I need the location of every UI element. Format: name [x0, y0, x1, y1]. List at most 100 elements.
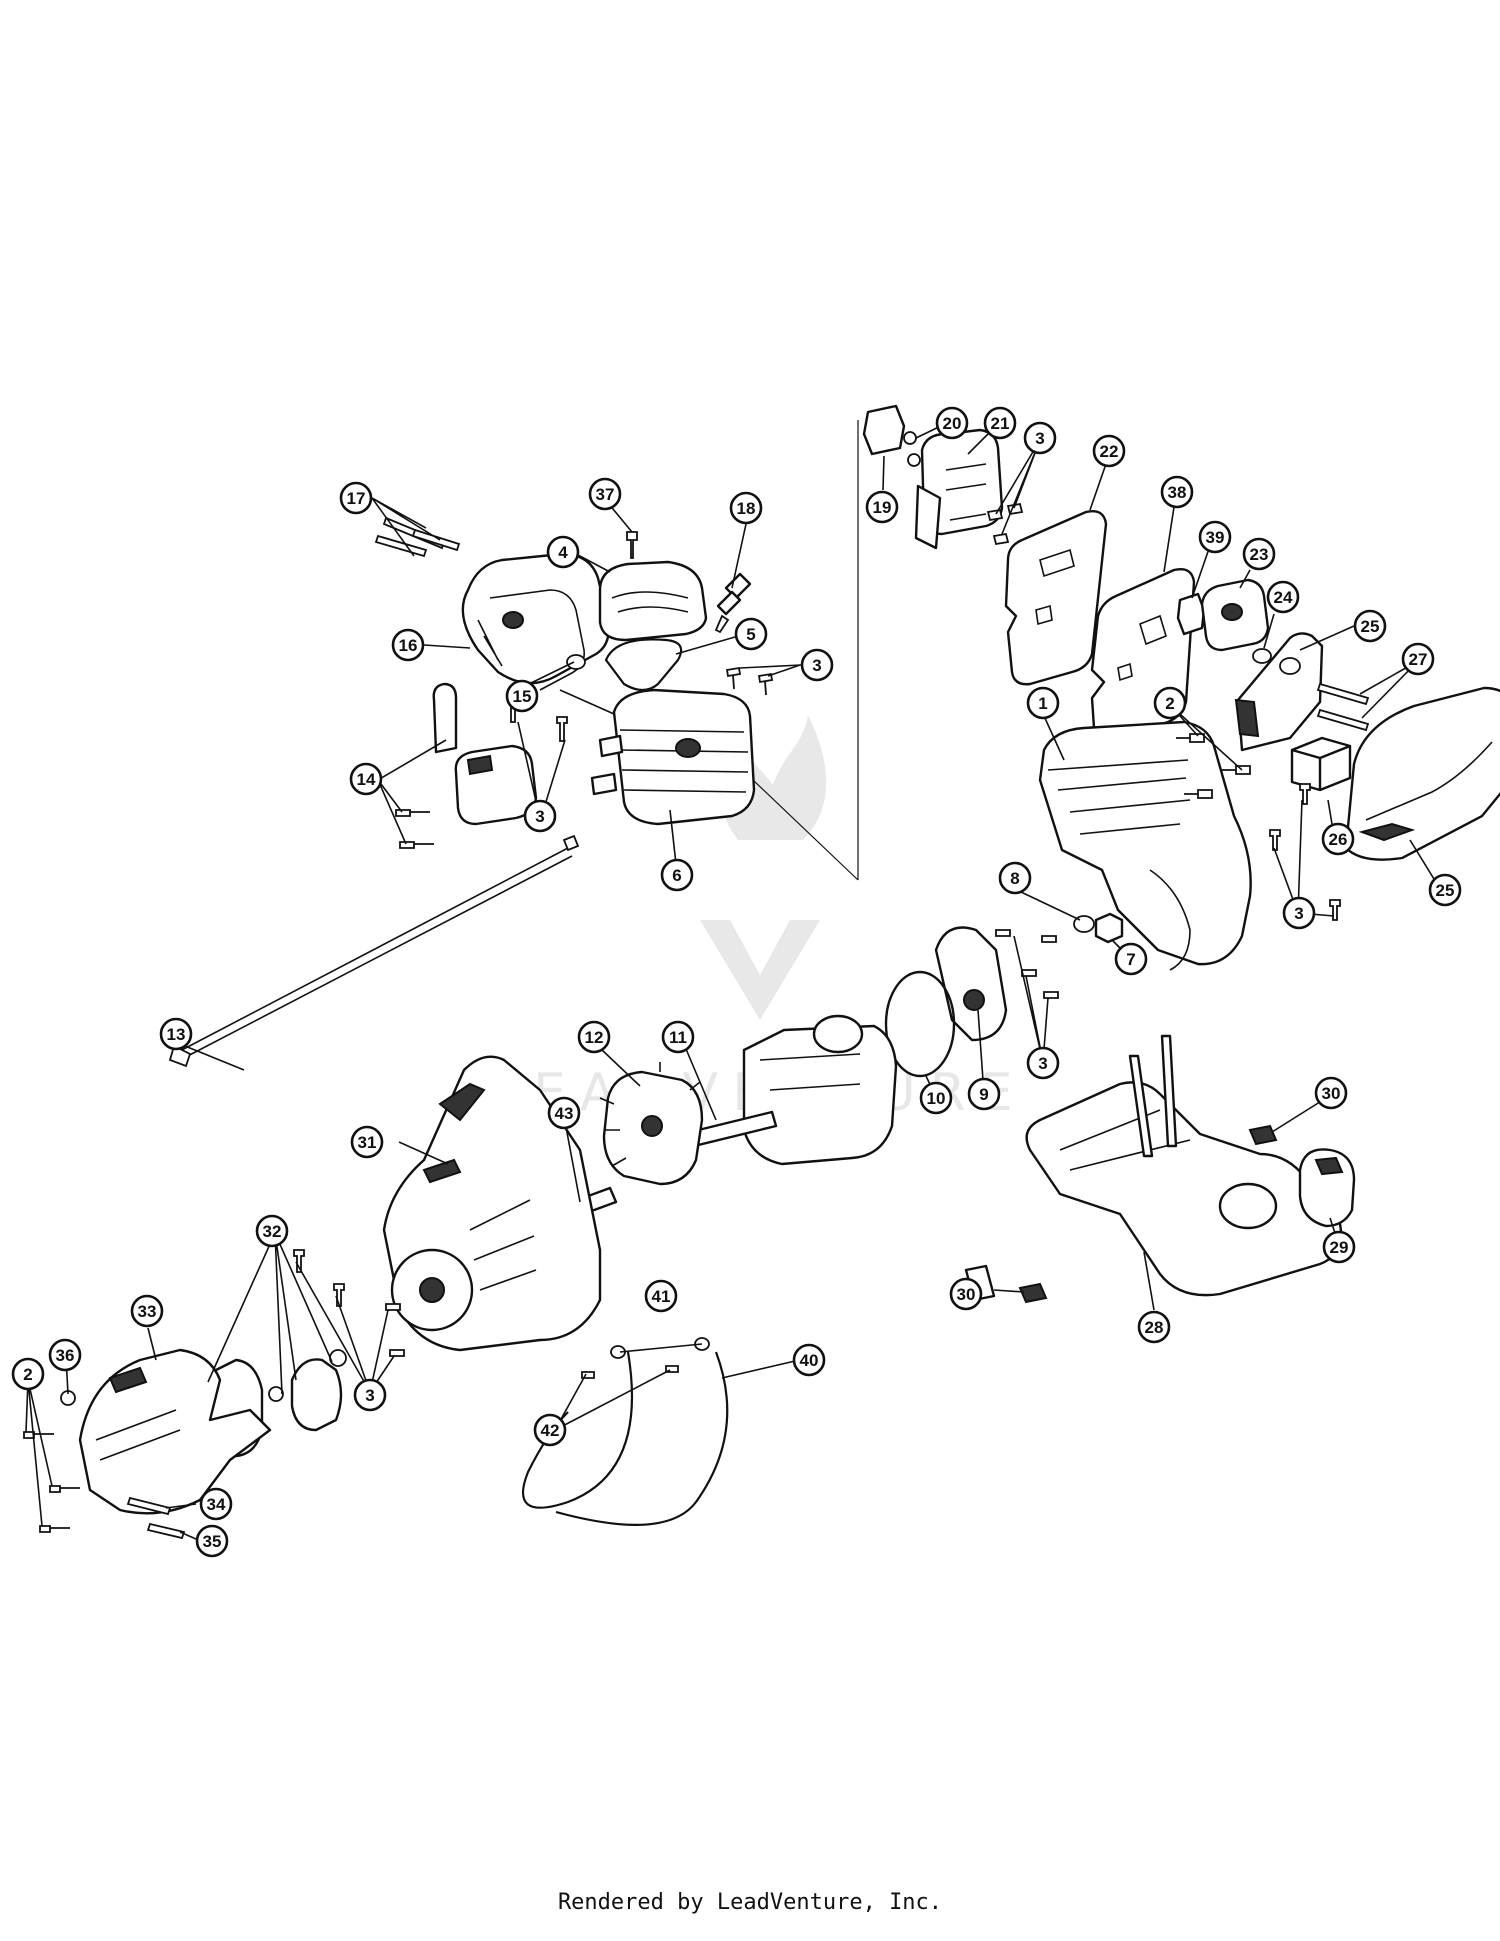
svg-text:2: 2: [1165, 694, 1174, 713]
cylinder-screw-right: [556, 716, 568, 742]
air-filter-element: [1290, 736, 1352, 792]
svg-text:8: 8: [1010, 869, 1019, 888]
bearing-plate: [934, 926, 1008, 1042]
flywheel: [599, 1062, 704, 1186]
callout-32: 32: [255, 1214, 289, 1248]
air-filter-cover: [1344, 686, 1500, 861]
svg-text:34: 34: [207, 1495, 226, 1514]
housing-grommet: [1094, 912, 1124, 944]
svg-text:32: 32: [263, 1222, 282, 1241]
svg-text:17: 17: [347, 489, 366, 508]
svg-text:25: 25: [1436, 881, 1455, 900]
housing-screws: [1176, 733, 1251, 799]
svg-text:3: 3: [1038, 1054, 1047, 1073]
svg-text:31: 31: [358, 1133, 377, 1152]
svg-text:11: 11: [669, 1028, 687, 1047]
svg-text:29: 29: [1330, 1238, 1349, 1257]
crankcase: [742, 1014, 898, 1166]
air-filter-bolts: [374, 516, 461, 558]
engine-cover: [78, 1348, 272, 1515]
engine-cover-bolt-34: [126, 1496, 172, 1516]
callout-13: 13: [159, 1017, 193, 1051]
engine-cover-bolt-35: [146, 1522, 186, 1540]
callout-2-a: 2: [1153, 686, 1187, 720]
svg-text:21: 21: [991, 414, 1010, 433]
callout-16: 16: [391, 628, 425, 662]
callout-43: 43: [547, 1096, 581, 1130]
fuel-tank: [1025, 1081, 1343, 1297]
fuel-cap: [1298, 1148, 1356, 1228]
callout-3-e: 3: [1026, 1046, 1060, 1080]
svg-text:25: 25: [1361, 617, 1380, 636]
callout-15: 15: [505, 679, 539, 713]
air-filter-housing: [461, 552, 610, 691]
callout-33: 33: [130, 1294, 164, 1328]
cylinder: [590, 688, 756, 826]
svg-text:30: 30: [1322, 1084, 1341, 1103]
callout-25-a: 25: [1353, 609, 1387, 643]
throttle-cable: [168, 834, 580, 1068]
callout-39: 39: [1198, 520, 1232, 554]
svg-text:20: 20: [943, 414, 962, 433]
svg-text:19: 19: [873, 498, 892, 517]
cylinder-cover: [598, 560, 708, 642]
callout-34: 34: [199, 1487, 233, 1521]
callout-11: 11: [661, 1020, 695, 1054]
callout-5: 5: [734, 617, 768, 651]
svg-text:3: 3: [812, 656, 821, 675]
callout-37: 37: [588, 477, 622, 511]
recoil-screws: [293, 1249, 405, 1357]
callout-21: 21: [983, 406, 1017, 440]
svg-text:43: 43: [555, 1104, 574, 1123]
svg-text:27: 27: [1409, 650, 1428, 669]
callout-42: 42: [533, 1413, 567, 1447]
callout-1: 1: [1026, 686, 1060, 720]
cover-right-screws: [1269, 783, 1341, 921]
svg-text:14: 14: [357, 770, 376, 789]
svg-text:18: 18: [737, 499, 756, 518]
carburetor: [914, 428, 1004, 550]
air-filter-base: [1234, 632, 1324, 752]
cover-screw: [626, 531, 638, 559]
svg-text:41: 41: [652, 1287, 671, 1306]
callout-24: 24: [1266, 580, 1300, 614]
svg-text:13: 13: [167, 1025, 186, 1044]
callout-14: 14: [349, 762, 383, 796]
fuel-line-washers: [610, 1337, 710, 1359]
spark-plug: [714, 572, 752, 634]
carburetor-assembly: [1200, 578, 1270, 652]
callout-30-a: 30: [1314, 1076, 1348, 1110]
cover-screws: [725, 666, 774, 696]
insulator-plate: [1004, 510, 1108, 686]
callout-19: 19: [865, 490, 899, 524]
engine-cover-screws: [23, 1431, 80, 1533]
crankcase-gasket: [884, 970, 956, 1078]
callout-3-c: 3: [1023, 421, 1057, 455]
callout-41: 41: [644, 1279, 678, 1313]
svg-text:16: 16: [399, 636, 418, 655]
callout-38: 38: [1160, 475, 1194, 509]
svg-text:42: 42: [541, 1421, 560, 1440]
engine-housing: [1038, 720, 1252, 971]
carburetor-nuts: [903, 431, 921, 467]
fuel-pickup-tubes: [1128, 1034, 1178, 1158]
recoil-starter-housing: [382, 1055, 602, 1352]
svg-text:33: 33: [138, 1302, 157, 1321]
callout-12: 12: [577, 1020, 611, 1054]
ignition-screw-2: [399, 841, 434, 849]
callout-3-d: 3: [1282, 896, 1316, 930]
callout-17: 17: [339, 481, 373, 515]
svg-text:38: 38: [1168, 483, 1187, 502]
callout-3-a: 3: [800, 648, 834, 682]
callout-7: 7: [1114, 942, 1148, 976]
callout-3-b: 3: [523, 799, 557, 833]
svg-text:40: 40: [800, 1351, 819, 1370]
callout-10: 10: [919, 1081, 953, 1115]
cover-gasket: [604, 638, 683, 692]
callout-31: 31: [350, 1125, 384, 1159]
svg-text:30: 30: [957, 1285, 976, 1304]
air-filter-oring: [566, 654, 586, 670]
svg-text:36: 36: [56, 1346, 75, 1365]
svg-text:10: 10: [927, 1089, 946, 1108]
